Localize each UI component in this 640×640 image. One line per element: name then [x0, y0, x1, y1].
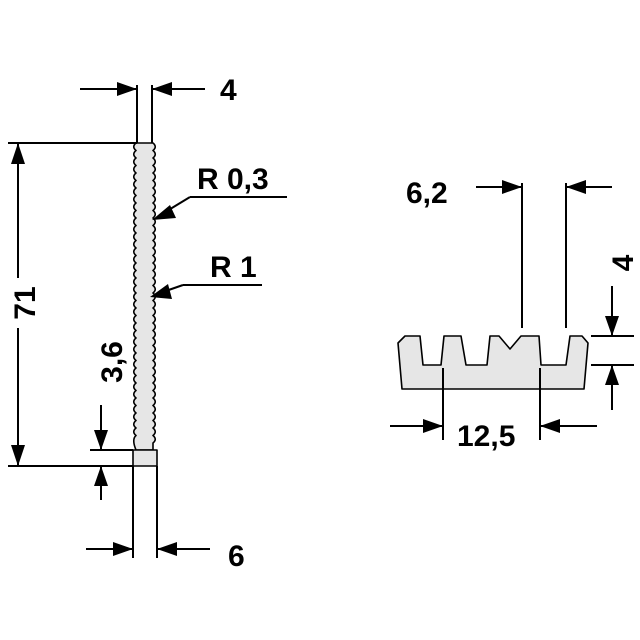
dim-fin-thickness-label: 4	[220, 74, 237, 107]
dim-slot-depth: 4	[591, 254, 640, 410]
dim-height-label: 71	[9, 286, 42, 319]
dim-slot-width: 6,2	[406, 177, 612, 328]
dim-pitch-label: 12,5	[457, 420, 515, 453]
dim-height: 71	[2, 142, 137, 467]
dim-slot-depth-label: 4	[607, 254, 640, 271]
dim-base-width-label: 6	[228, 540, 245, 573]
fin-profile	[132, 142, 157, 451]
dim-fin-thickness: 4	[80, 74, 237, 143]
base-profile	[397, 335, 589, 390]
side-view: 4 71 R 0,3 R 1	[2, 74, 287, 573]
label-radius-small: R 0,3	[197, 163, 269, 196]
dim-pitch: 12,5	[390, 368, 597, 453]
dim-slot-width-label: 6,2	[406, 177, 448, 210]
section-view: 6,2 4 12,5	[390, 177, 640, 453]
fin-base	[132, 449, 158, 467]
dim-base-width: 6	[86, 466, 245, 573]
dim-base-height: 3,6	[90, 341, 133, 500]
leader-radius-small: R 0,3	[152, 163, 287, 220]
leader-radius-large: R 1	[150, 251, 262, 299]
label-radius-large: R 1	[210, 251, 257, 284]
dim-base-height-label: 3,6	[96, 341, 129, 383]
